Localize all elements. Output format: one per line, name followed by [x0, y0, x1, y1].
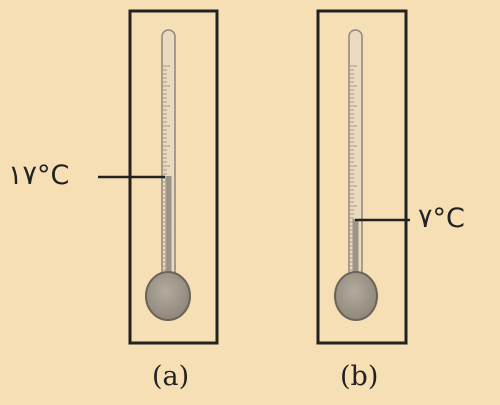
thermometer-b-scale	[350, 65, 357, 271]
panel-a	[98, 9, 219, 345]
thermometer-b-bulb	[334, 271, 378, 321]
thermometer-a	[145, 29, 191, 321]
reading-b-label: ٧°C	[418, 203, 465, 234]
thermometer-a-bulb	[145, 271, 191, 321]
thermometer-b	[334, 29, 378, 321]
caption-a: (a)	[152, 361, 190, 392]
reading-a-label: ١٧°C	[8, 160, 70, 191]
thermometer-a-scale	[163, 65, 170, 271]
panel-b-frame	[316, 9, 408, 345]
panel-b	[316, 9, 410, 345]
thermometer-b-liquid	[352, 219, 359, 280]
thermometer-a-liquid	[165, 176, 172, 280]
caption-b: (b)	[340, 361, 379, 392]
